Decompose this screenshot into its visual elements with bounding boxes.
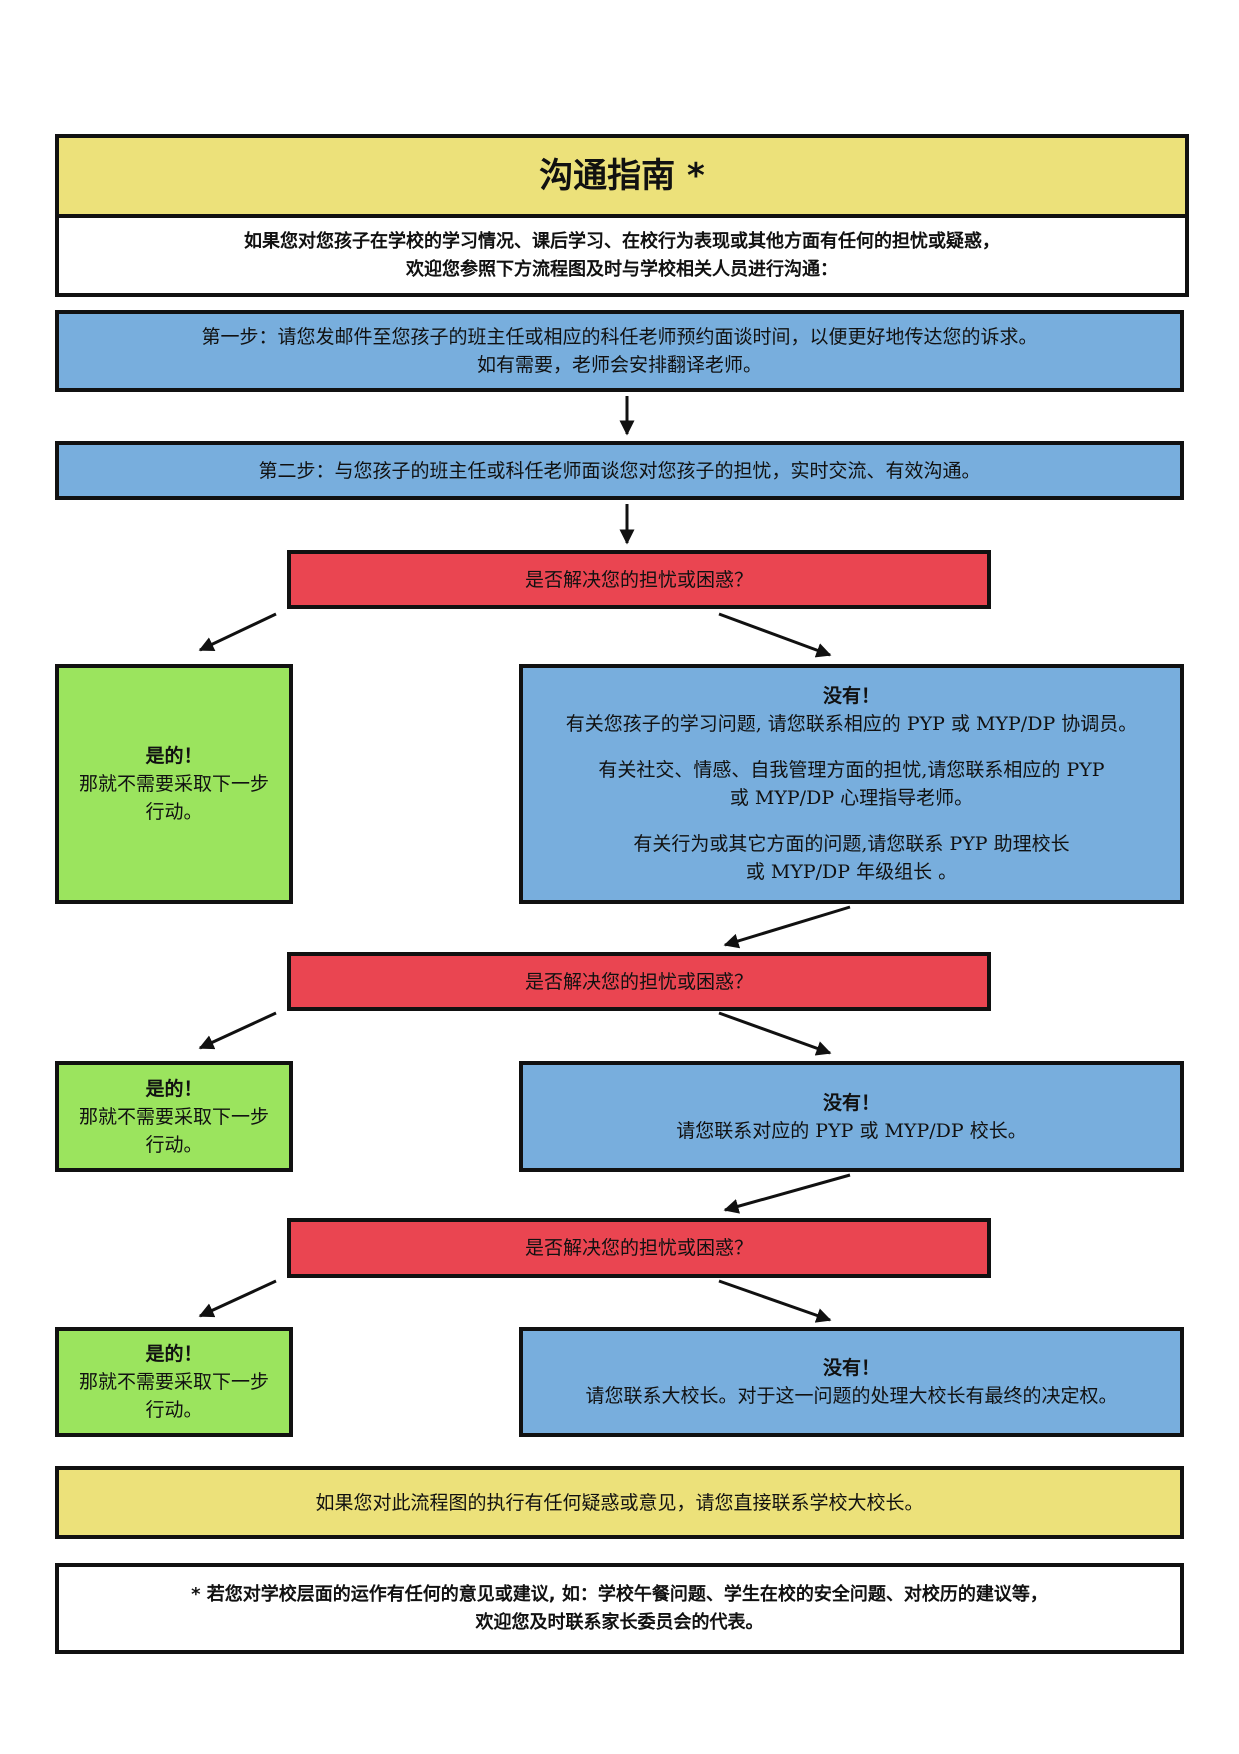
no-3-heading: 没有！ [822,1357,880,1379]
no-2-heading: 没有！ [822,1091,880,1114]
decision-3-box: 是否解决您的担忧或困惑？ [287,1218,991,1278]
no-1-line-4: 有关行为或其它方面的问题,请您联系 PYP 助理校长 [633,833,1070,855]
no-3-line-1: 请您联系大校长。对于这一问题的处理大校长有最终的决定权。 [585,1385,1118,1407]
arrow-decision2-to-yes2 [198,1011,277,1050]
intro-line-2: 欢迎您参照下方流程图及时与学校相关人员进行沟通： [406,258,838,280]
arrow-no1-to-decision2 [723,905,851,949]
decision-2-question: 是否解决您的担忧或困惑？ [524,970,753,993]
no-1-line-3: 或 MYP/DP 心理指导老师。 [729,787,974,809]
yes-3-box: 是的！ 那就不需要采取下一步 行动。 [55,1327,293,1437]
step-1-line-1: 第一步：请您发邮件至您孩子的班主任或相应的科任老师预约面谈时间，以便更好地传达您… [201,326,1038,348]
no-3-box: 没有！ 请您联系大校长。对于这一问题的处理大校长有最终的决定权。 [519,1327,1184,1437]
footer-note-line-2: 欢迎您及时联系家长委员会的代表。 [475,1611,764,1633]
yes-1-box: 是的！ 那就不需要采取下一步 行动。 [55,664,293,904]
step-2-line-1: 第二步：与您孩子的班主任或科任老师面谈您对您孩子的担忧，实时交流、有效沟通。 [258,459,981,482]
footer-contact-box: 如果您对此流程图的执行有任何疑惑或意见，请您直接联系学校大校长。 [55,1466,1184,1539]
page-title: 沟通指南 * [539,156,705,196]
yes-1-heading: 是的！ [145,745,203,767]
arrow-decision3-to-no3 [718,1279,832,1323]
yes-1-line-1: 那就不需要采取下一步 [78,773,269,795]
yes-2-heading: 是的！ [145,1077,203,1100]
step-1-box: 第一步：请您发邮件至您孩子的班主任或相应的科任老师预约面谈时间，以便更好地传达您… [55,310,1184,392]
no-1-line-1: 有关您孩子的学习问题, 请您联系相应的 PYP 或 MYP/DP 协调员。 [565,713,1138,735]
decision-2-box: 是否解决您的担忧或困惑？ [287,952,991,1011]
footer-note-line-1: * 若您对学校层面的运作有任何的意见或建议, 如：学校午餐问题、学生在校的安全问… [191,1583,1048,1605]
arrow-decision3-to-yes3 [198,1279,277,1318]
yes-3-line-1: 那就不需要采取下一步 [78,1371,269,1393]
footer-note-box: * 若您对学校层面的运作有任何的意见或建议, 如：学校午餐问题、学生在校的安全问… [55,1563,1184,1654]
no-2-box: 没有！ 请您联系对应的 PYP 或 MYP/DP 校长。 [519,1061,1184,1172]
no-1-box: 没有！ 有关您孩子的学习问题, 请您联系相应的 PYP 或 MYP/DP 协调员… [519,664,1184,904]
no-1-line-2: 有关社交、情感、自我管理方面的担忧,请您联系相应的 PYP [598,759,1105,781]
yes-3-line-2: 行动。 [145,1399,203,1421]
arrow-no2-to-decision3 [723,1173,851,1214]
yes-2-line-1: 那就不需要采取下一步 [78,1105,269,1128]
footer-contact-line: 如果您对此流程图的执行有任何疑惑或意见，请您直接联系学校大校长。 [315,1491,924,1514]
title-box: 沟通指南 * [55,134,1189,218]
step-1-line-2: 如有需要，老师会安排翻译老师。 [476,354,762,376]
arrow-decision1-to-yes1 [198,612,277,652]
yes-2-box: 是的！ 那就不需要采取下一步 行动。 [55,1061,293,1172]
yes-2-line-2: 行动。 [145,1133,203,1156]
arrow-decision1-to-no1 [718,612,832,658]
step-2-box: 第二步：与您孩子的班主任或科任老师面谈您对您孩子的担忧，实时交流、有效沟通。 [55,441,1184,500]
decision-1-question: 是否解决您的担忧或困惑？ [524,568,753,591]
no-1-heading: 没有！ [822,685,880,707]
decision-1-box: 是否解决您的担忧或困惑？ [287,550,991,609]
no-2-line-1: 请您联系对应的 PYP 或 MYP/DP 校长。 [676,1119,1027,1142]
arrow-decision2-to-no2 [718,1011,832,1056]
yes-1-line-2: 行动。 [145,801,203,823]
decision-3-question: 是否解决您的担忧或困惑？ [524,1237,753,1259]
yes-3-heading: 是的！ [145,1343,203,1365]
intro-line-1: 如果您对您孩子在学校的学习情况、课后学习、在校行为表现或其他方面有任何的担忧或疑… [244,230,1000,252]
no-1-line-5: 或 MYP/DP 年级组长 。 [745,861,958,883]
intro-box: 如果您对您孩子在学校的学习情况、课后学习、在校行为表现或其他方面有任何的担忧或疑… [55,214,1189,297]
